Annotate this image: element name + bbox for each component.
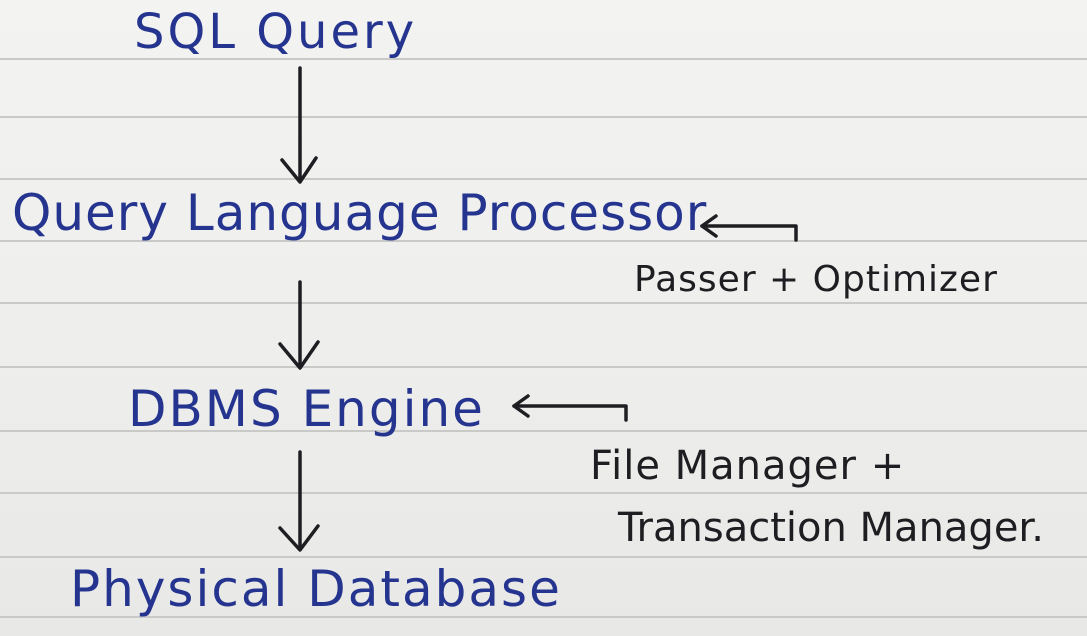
ruled-line xyxy=(0,240,1087,242)
node-sql-query: SQL Query xyxy=(134,4,418,60)
arrow-components-to-processor xyxy=(700,214,798,242)
node-dbms-engine: DBMS Engine xyxy=(128,380,485,438)
ruled-line xyxy=(0,556,1087,558)
ruled-line xyxy=(0,492,1087,494)
arrow-processor-to-engine xyxy=(278,280,320,370)
arrow-components-to-engine xyxy=(512,394,628,422)
ruled-line xyxy=(0,302,1087,304)
ruled-line xyxy=(0,366,1087,368)
ruled-line xyxy=(0,616,1087,618)
annotation-engine-components-line1: File Manager + xyxy=(590,443,906,489)
node-physical-database: Physical Database xyxy=(70,560,562,618)
ruled-line xyxy=(0,430,1087,432)
annotation-engine-components-line2: Transaction Manager. xyxy=(618,505,1044,551)
ruled-line xyxy=(0,58,1087,60)
ruled-line xyxy=(0,116,1087,118)
node-query-language-processor: Query Language Processor xyxy=(12,184,708,242)
arrow-engine-to-database xyxy=(278,450,320,552)
ruled-line xyxy=(0,178,1087,180)
arrow-sql-to-processor xyxy=(280,66,318,184)
annotation-processor-components: Passer + Optimizer xyxy=(634,259,998,300)
